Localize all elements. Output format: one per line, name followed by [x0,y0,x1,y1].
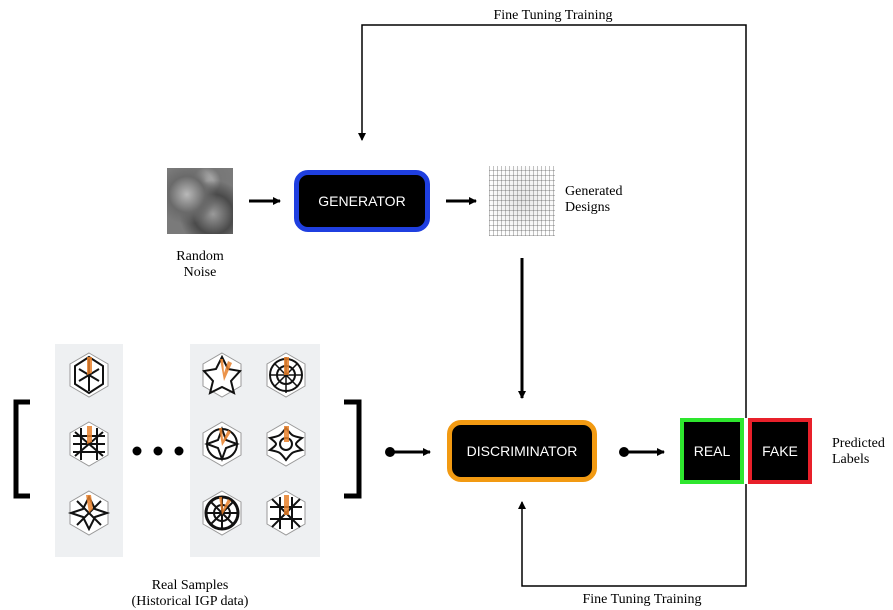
pattern-tile [266,352,306,398]
generated-designs-label: Generated Designs [565,184,623,215]
random-noise-label: Random Noise [176,249,224,280]
pattern-tile [266,421,306,467]
top-fine-tuning-label: Fine Tuning Training [493,8,613,23]
generated-designs-image [489,166,555,236]
ellipsis-dot [174,446,184,456]
random-noise-image [167,168,233,234]
generator-block: GENERATOR [294,170,430,232]
pattern-tile [202,421,242,467]
real-label-box: REAL [680,418,744,484]
pattern-tile [202,490,242,536]
pattern-tile [69,421,109,467]
discriminator-label: DISCRIMINATOR [466,443,578,459]
discriminator-block: DISCRIMINATOR [447,420,597,482]
ellipsis-dot [132,446,142,456]
real-samples-label: Real Samples (Historical IGP data) [131,578,249,609]
generator-label: GENERATOR [318,193,406,209]
left-bracket [13,399,30,499]
right-bracket [344,399,362,499]
bottom-fine-tuning-label: Fine Tuning Training [582,592,702,607]
pattern-tile [202,352,242,398]
ellipsis-dot [153,446,163,456]
fake-label-box: FAKE [748,418,812,484]
pattern-tile [69,352,109,398]
pattern-tile [67,490,111,536]
pattern-tile [266,490,306,536]
bottom-feedback-line [518,484,747,587]
top-feedback-line [358,24,747,418]
predicted-labels-label: Predicted Labels [832,436,885,467]
